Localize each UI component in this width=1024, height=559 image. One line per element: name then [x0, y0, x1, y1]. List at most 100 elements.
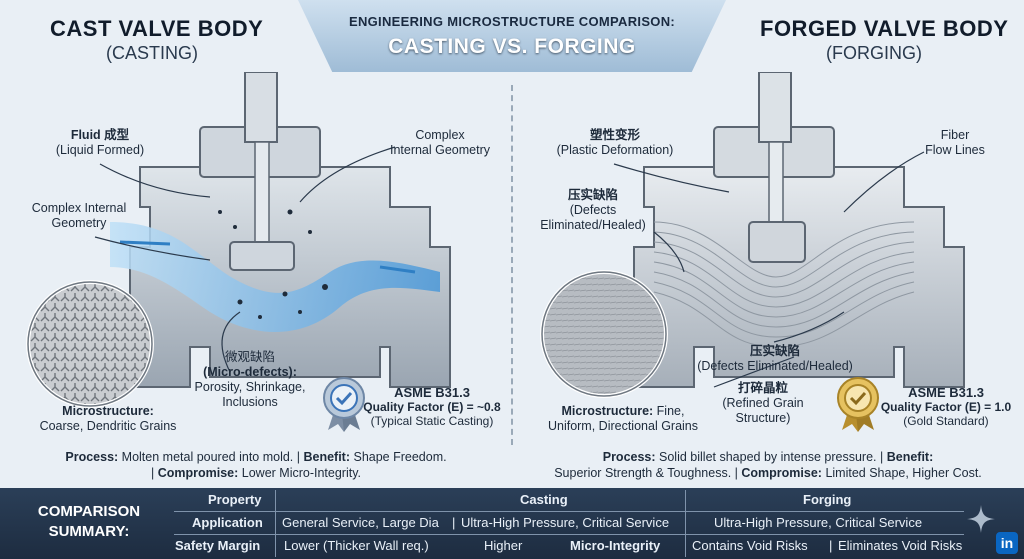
- flow-arrows: [119, 240, 416, 274]
- defects-top-cn: 压实缺陷: [567, 188, 618, 202]
- fiber-line-2: Flow Lines: [925, 143, 985, 157]
- row-application-label: Application: [192, 515, 263, 530]
- fiber-flow-lines: [653, 221, 915, 348]
- cast-process-text: Process: Molten metal poured into mold. …: [6, 449, 506, 481]
- complex-top-line-1: Complex: [415, 128, 465, 142]
- row-safety-separator: |: [829, 538, 833, 553]
- forged-benefit-body: Superior Strength & Toughness. |: [554, 466, 742, 480]
- center-banner: ENGINEERING MICROSTRUCTURE COMPARISON: C…: [298, 0, 726, 72]
- cast-asme-note: (Typical Static Casting): [370, 414, 494, 428]
- grain-line-2: Structure): [735, 411, 791, 425]
- forged-compromise-label: Compromise:: [741, 466, 822, 480]
- fiber-flow-label: Fiber Flow Lines: [905, 128, 1005, 158]
- forged-micro-line-1: Microstructure: Fine,: [528, 404, 718, 419]
- cast-fluid-flow: [110, 222, 440, 332]
- grain-cn: 打碎晶粒: [737, 381, 788, 395]
- table-col-rule-2: [685, 490, 686, 557]
- complex-left-line-1: Complex Internal: [31, 201, 127, 215]
- cast-microstructure-label: Microstructure: Coarse, Dendritic Grains: [18, 404, 198, 434]
- forged-subtitle: (FORGING): [826, 43, 922, 63]
- forged-micro-title: Microstructure:: [561, 404, 654, 418]
- cast-process-line-1: Process: Molten metal poured into mold. …: [6, 449, 506, 465]
- porosity-dots: [218, 209, 328, 319]
- cast-asme-title: ASME B31.3: [394, 385, 470, 400]
- row-micro-integrity-label: Micro-Integrity: [570, 538, 661, 553]
- forged-process-label: Process:: [602, 450, 656, 464]
- complex-geometry-left-label: Complex Internal Geometry: [14, 201, 144, 231]
- forged-process-body: Solid billet shaped by intense pressure.…: [655, 450, 887, 464]
- forged-process-line-1: Process: Solid billet shaped by intense …: [516, 449, 1020, 465]
- summary-title-line-1: COMPARISON: [37, 503, 141, 520]
- micro-defects-line-3: Inclusions: [222, 395, 278, 409]
- table-rule-1: [174, 511, 964, 512]
- summary-title: COMPARISON SUMMARY:: [14, 502, 164, 542]
- plastic-deformation-label: 塑性变形 (Plastic Deformation): [540, 128, 690, 158]
- forged-asme-label: ASME B31.3 Quality Factor (E) = 1.0 (Gol…: [876, 385, 1016, 429]
- cast-subtitle: (CASTING): [106, 43, 198, 63]
- forged-asme-note: (Gold Standard): [903, 414, 989, 428]
- fluid-formed-title: Fluid 成型: [70, 128, 130, 142]
- banner-line-1: ENGINEERING MICROSTRUCTURE COMPARISON:: [348, 14, 676, 29]
- forged-asme-factor: Quality Factor (E) = 1.0: [880, 400, 1012, 414]
- row-safety-forging-1: Contains Void Risks: [692, 538, 808, 553]
- forged-valve-illustration: [540, 72, 965, 398]
- row-safety-mid: Higher: [484, 538, 523, 553]
- forged-process-line-2: Superior Strength & Toughness. | Comprom…: [516, 465, 1020, 481]
- table-rule-2: [174, 534, 964, 535]
- defects-eliminated-bottom-label: 压实缺陷 (Defects Eliminated/Healed): [690, 344, 860, 374]
- complex-top-line-2: Internal Geometry: [389, 143, 491, 157]
- defects-top-line-1: (Defects: [569, 203, 617, 217]
- forged-benefit-label: Benefit:: [886, 450, 934, 464]
- forged-title: FORGED VALVE BODY: [760, 16, 1009, 41]
- header-property: Property: [208, 492, 262, 507]
- forged-microstructure-label: Microstructure: Fine, Uniform, Direction…: [528, 404, 718, 434]
- cast-benefit-label: Benefit:: [303, 450, 351, 464]
- panel-divider: [511, 85, 513, 445]
- micro-defects-cn: 微观缺陷: [224, 350, 275, 364]
- row-safety-casting: Lower (Thicker Wall req.): [284, 538, 429, 553]
- defects-eliminated-top-label: 压实缺陷 (Defects Eliminated/Healed): [528, 188, 658, 233]
- cast-micro-text: Coarse, Dendritic Grains: [39, 419, 177, 433]
- defects-top-line-2: Eliminated/Healed): [540, 218, 646, 232]
- cast-valve-illustration: [26, 72, 451, 408]
- micro-defects-line-2: Porosity, Shrinkage,: [194, 380, 306, 394]
- header-forging: Forging: [803, 492, 852, 507]
- plastic-sub: (Plastic Deformation): [556, 143, 674, 157]
- cast-title: CAST VALVE BODY: [50, 16, 264, 41]
- comparison-summary-table: COMPARISON SUMMARY: Property Casting For…: [0, 488, 1024, 559]
- refined-grain-label: 打碎晶粒 (Refined Grain Structure): [708, 381, 818, 426]
- cast-compromise-label: Compromise:: [157, 466, 239, 480]
- defects-bottom-cn: 压实缺陷: [749, 344, 800, 358]
- cast-benefit-body: Shape Freedom.: [350, 450, 447, 464]
- forged-process-text: Process: Solid billet shaped by intense …: [516, 449, 1020, 481]
- micro-defects-title: (Micro-defects):: [203, 365, 297, 379]
- row-safety-forging-2: Eliminates Void Risks: [838, 538, 963, 553]
- forged-asme-title: ASME B31.3: [908, 385, 984, 400]
- cast-process-line-2: | Compromise: Lower Micro-Integrity.: [6, 465, 506, 481]
- fluid-formed-label: Fluid 成型 (Liquid Formed): [30, 128, 170, 158]
- cast-asme-factor: Quality Factor (E) = ~0.8: [363, 400, 501, 414]
- forged-micro-text-2: Uniform, Directional Grains: [547, 419, 699, 433]
- sparkle-icon: [967, 505, 995, 533]
- cast-asme-label: ASME B31.3 Quality Factor (E) = ~0.8 (Ty…: [362, 385, 502, 429]
- complex-geometry-top-label: Complex Internal Geometry: [380, 128, 500, 158]
- table-col-rule-1: [275, 490, 276, 557]
- fiber-line-1: Fiber: [940, 128, 970, 142]
- forged-micro-text-1: Fine,: [653, 404, 685, 418]
- grain-line-1: (Refined Grain: [722, 396, 804, 410]
- cast-compromise-body: Lower Micro-Integrity.: [238, 466, 362, 480]
- fluid-formed-sub: (Liquid Formed): [55, 143, 145, 157]
- gold-quality-badge-icon: [837, 377, 879, 432]
- cast-compromise-prefix: |: [150, 466, 158, 480]
- micro-defects-label: 微观缺陷 (Micro-defects): Porosity, Shrinkag…: [180, 350, 320, 410]
- row-application-casting: General Service, Large Dia: [282, 515, 439, 530]
- row-application-forging: Ultra-High Pressure, Critical Service: [714, 515, 923, 530]
- row-safety-label: Safety Margin: [175, 538, 261, 553]
- forged-valve-body: [633, 166, 965, 388]
- cast-process-label: Process:: [65, 450, 119, 464]
- silver-quality-badge-icon: [323, 377, 365, 432]
- row-application-mid: Ultra-High Pressure, Critical Service: [461, 515, 670, 530]
- cast-process-body: Molten metal poured into mold. |: [118, 450, 304, 464]
- complex-left-line-2: Geometry: [51, 216, 107, 230]
- linkedin-icon[interactable]: in: [996, 532, 1018, 554]
